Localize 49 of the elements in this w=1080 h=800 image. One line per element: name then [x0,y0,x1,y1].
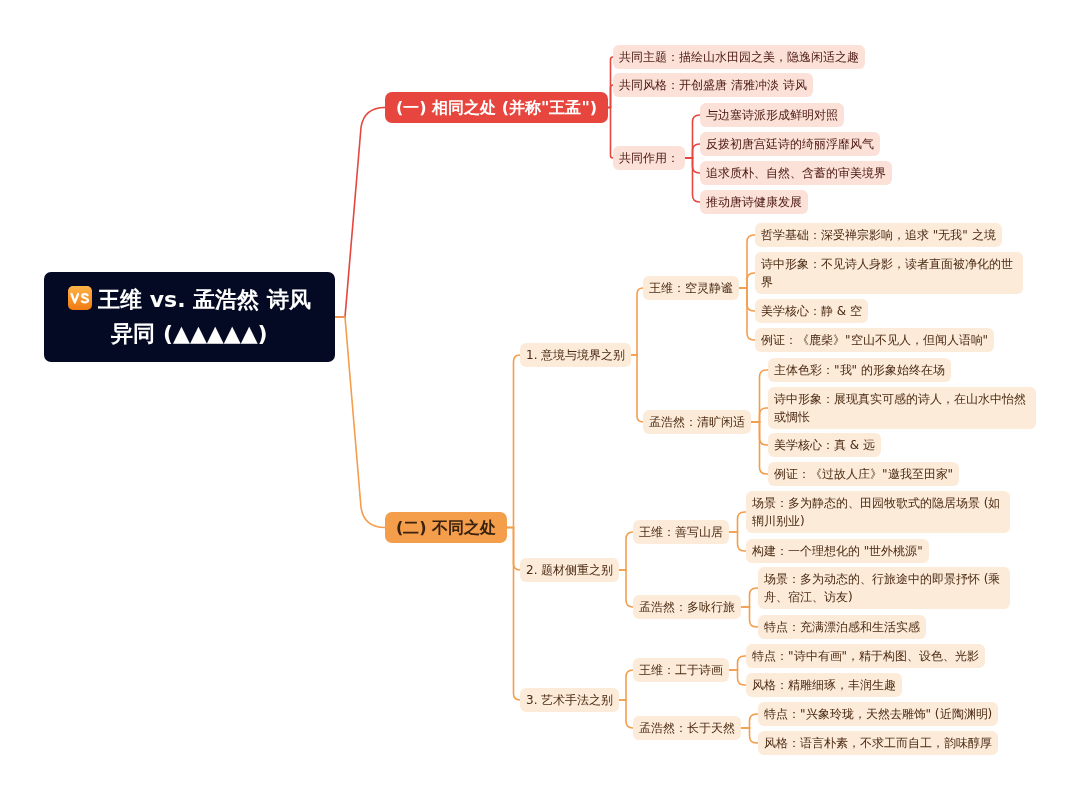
connector-line [506,526,521,701]
main-branch-box: (一) 相同之处 (并称"王孟") [385,92,609,123]
subtopic-box: 3. 艺术手法之别 [520,688,620,712]
subtopic-box: 1. 意境与境界之别 [520,343,632,367]
subtopic-box: 共同风格：开创盛唐 清雅冲淡 诗风 [613,73,813,97]
connector-line [630,354,644,423]
connector-line [684,157,701,203]
detail-box: 风格：语言朴素，不求工而自工，韵味醇厚 [758,731,998,755]
connector-line [728,669,747,686]
connector-line [618,569,634,608]
poet-box: 孟浩然：长于天然 [633,716,741,740]
subtopic-box: 共同作用： [613,146,685,170]
connector-line [618,699,634,729]
detail-box: 诗中形象：不见诗人身影，读者直面被净化的世界 [755,252,1023,294]
connector-line [750,421,769,475]
detail-box: 特点："兴象玲珑，天然去雕饰" (近陶渊明) [758,702,999,726]
title-text: 王维 vs. 孟浩然 诗风异同 (▲▲▲▲▲) [98,287,311,346]
subtopic-box: 2. 题材侧重之别 [520,558,620,582]
detail-box: 特点：充满漂泊感和生活实感 [758,615,926,639]
connector-line [607,84,614,109]
detail-box: 反拨初唐宫廷诗的绮丽浮靡风气 [700,132,880,156]
connector-line [334,316,386,529]
detail-box: 诗中形象：展现真实可感的诗人，在山水中怡然或惆怅 [768,387,1036,429]
detail-box: 例证：《鹿柴》"空山不见人，但闻人语响" [755,328,995,352]
central-topic-box [44,272,335,362]
detail-box: 推动唐诗健康发展 [700,190,808,214]
subtopic-box: 共同主题：描绘山水田园之美，隐逸闲适之趣 [613,45,865,69]
poet-box: 王维：善写山居 [633,520,729,544]
detail-box: 主体色彩："我" 的形象始终在场 [768,358,951,382]
connector-line [740,606,759,628]
detail-box: 风格：精雕细琢，丰润生趣 [746,673,902,697]
poet-box: 孟浩然：清旷闲适 [643,410,751,434]
detail-box: 场景：多为静态的、田园牧歌式的隐居场景 (如辋川别业) [746,491,1010,533]
detail-box: 美学核心：真 & 远 [768,433,881,457]
poet-box: 王维：空灵静谧 [643,276,739,300]
detail-box: 例证：《过故人庄》"邀我至田家" [768,462,960,486]
detail-box: 构建：一个理想化的 "世外桃源" [746,539,929,563]
poet-box: 孟浩然：多咏行旅 [633,595,741,619]
detail-box: 美学核心：静 & 空 [755,299,868,323]
connector-line [728,531,747,552]
main-branch-box: (二) 不同之处 [385,512,508,543]
connector-line [740,727,759,744]
connector-line [607,106,614,159]
detail-box: 追求质朴、自然、含蓄的审美境界 [700,161,892,185]
detail-box: 场景：多为动态的、行旅途中的即景抒怀 (乘舟、宿江、访友) [758,567,1010,609]
detail-box: 与边塞诗派形成鲜明对照 [700,103,844,127]
detail-box: 哲学基础：深受禅宗影响，追求 "无我" 之境 [755,223,1002,247]
detail-box: 特点："诗中有画"，精于构图、设色、光影 [746,644,986,668]
poet-box: 王维：工于诗画 [633,658,729,682]
